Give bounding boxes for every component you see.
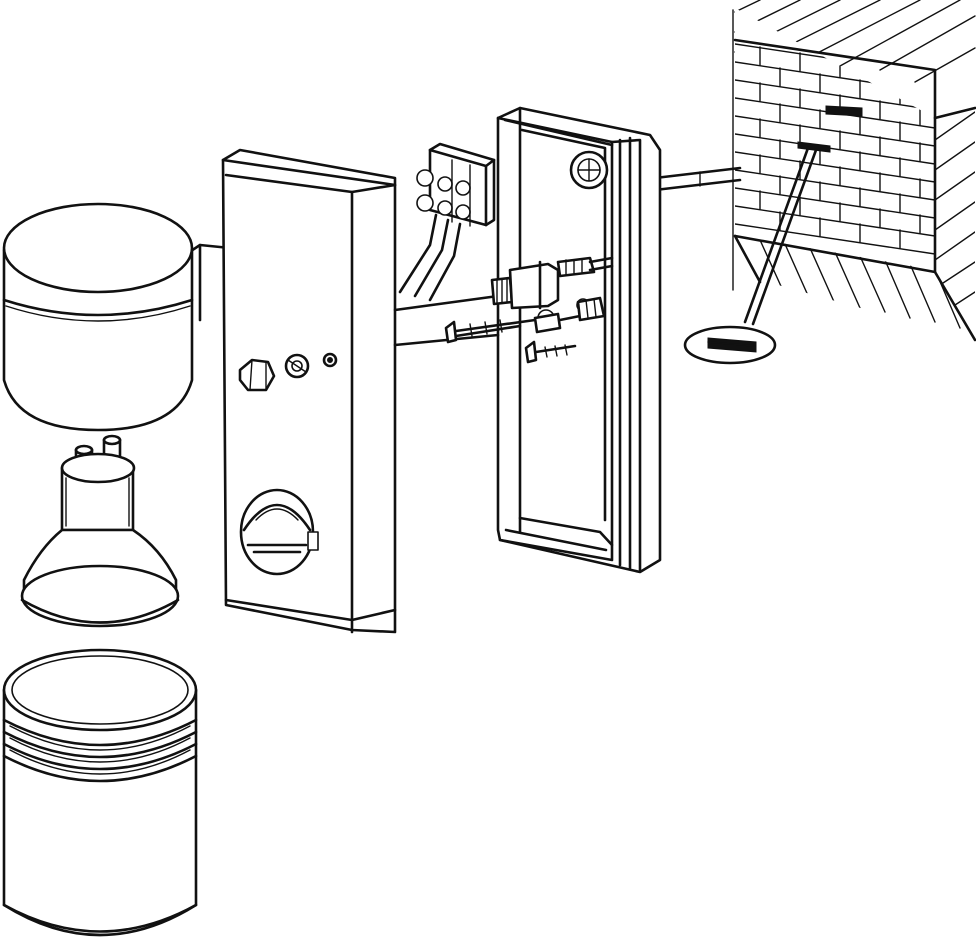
- washer: [322, 352, 338, 368]
- wall-plug: [653, 166, 742, 192]
- brick-face: [735, 8, 935, 270]
- wall-hatch: [732, 0, 976, 291]
- fixing-screw: [524, 340, 577, 364]
- spring-washer: [284, 353, 310, 379]
- glass-cover: [2, 648, 198, 937]
- mounting-plate: [184, 148, 500, 634]
- gu10-bulb: [20, 434, 180, 628]
- wall: [732, 0, 976, 342]
- back-box: [496, 106, 662, 574]
- cap-nut: [238, 358, 276, 392]
- terminal-block: [416, 142, 496, 227]
- key-tool: [683, 146, 818, 365]
- cable-gland: [490, 256, 614, 310]
- fixing-screw: [444, 296, 606, 344]
- cable: [398, 213, 462, 302]
- motion-sensor: [239, 488, 319, 576]
- lamp-head: [2, 202, 194, 432]
